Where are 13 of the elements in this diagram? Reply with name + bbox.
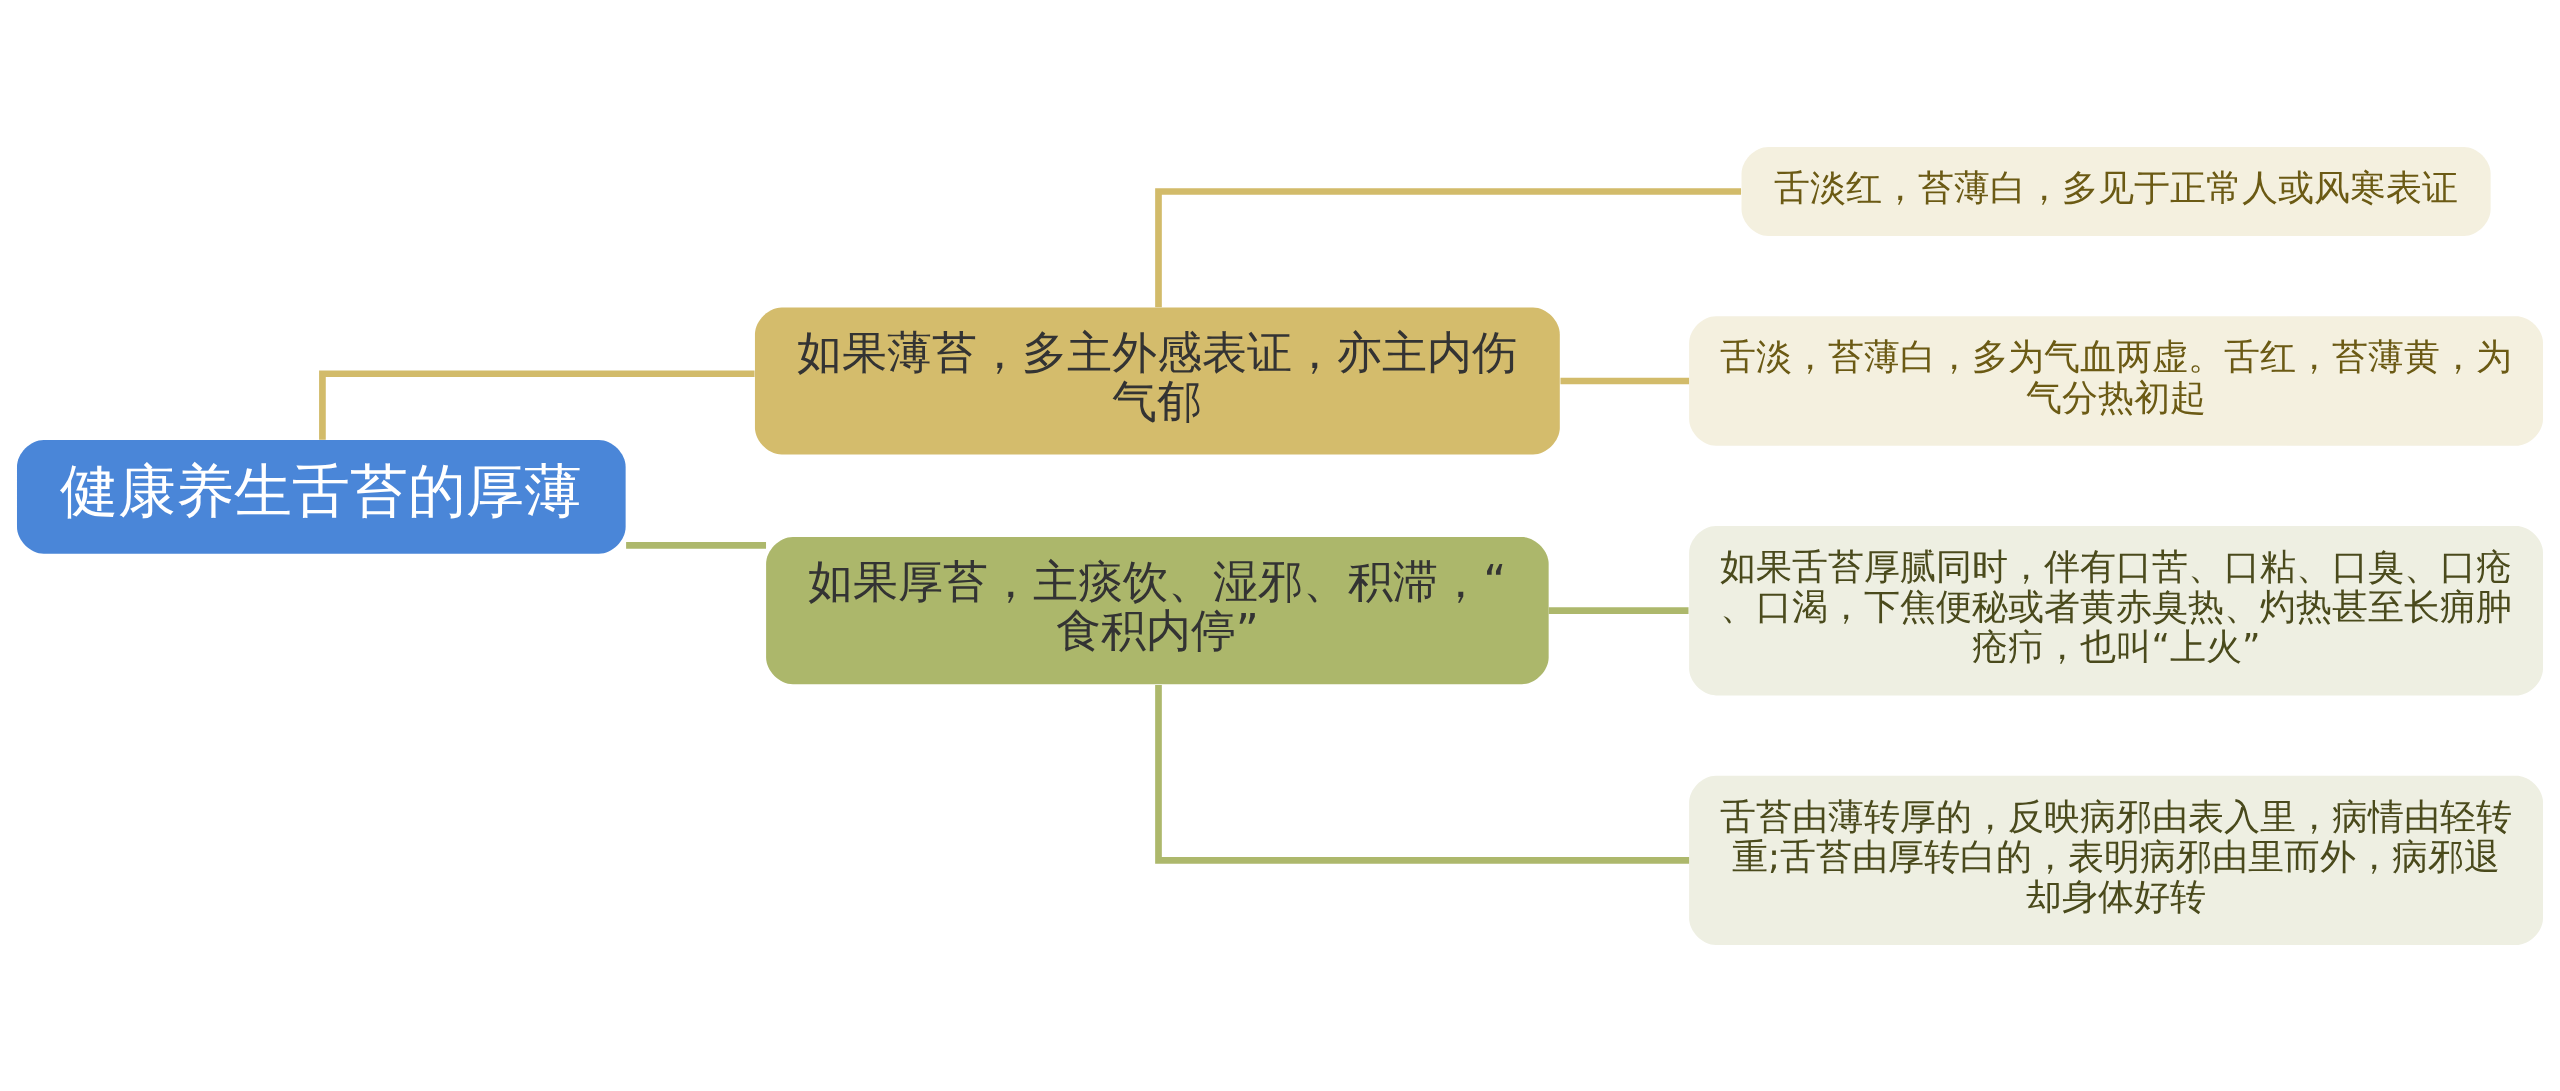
node-box: 健康养生舌苔的厚薄: [17, 439, 626, 554]
connector: [1155, 684, 1690, 864]
node-box: 舌淡红，苔薄白，多见于正常人或风寒表证: [1741, 146, 2491, 236]
connector: [1560, 377, 1690, 384]
connector: [1548, 606, 1689, 614]
node-box: 如果舌苔厚腻同时，伴有口苦、口粘、口臭、口疮、口渴，下焦便秘或者黄赤臭热、灼热甚至长痈肿疮疖，也叫“上火”: [1689, 525, 2543, 695]
connector: [1155, 187, 1742, 307]
connector: [626, 541, 767, 549]
node-box: 如果厚苔，主痰饮、湿邪、积滞，“食积内停”: [766, 536, 1549, 684]
connector: [319, 369, 755, 440]
node-box: 舌苔由薄转厚的，反映病邪由表入里，病情由轻转重;舌苔由厚转白的，表明病邪由里而外，病邪退却身体好转: [1689, 775, 2543, 945]
node-box: 舌淡，苔薄白，多为气血两虚。舌红，苔薄黄，为气分热初起: [1689, 315, 2543, 446]
node-box: 如果薄苔，多主外感表证，亦主内伤气郁: [754, 306, 1560, 455]
